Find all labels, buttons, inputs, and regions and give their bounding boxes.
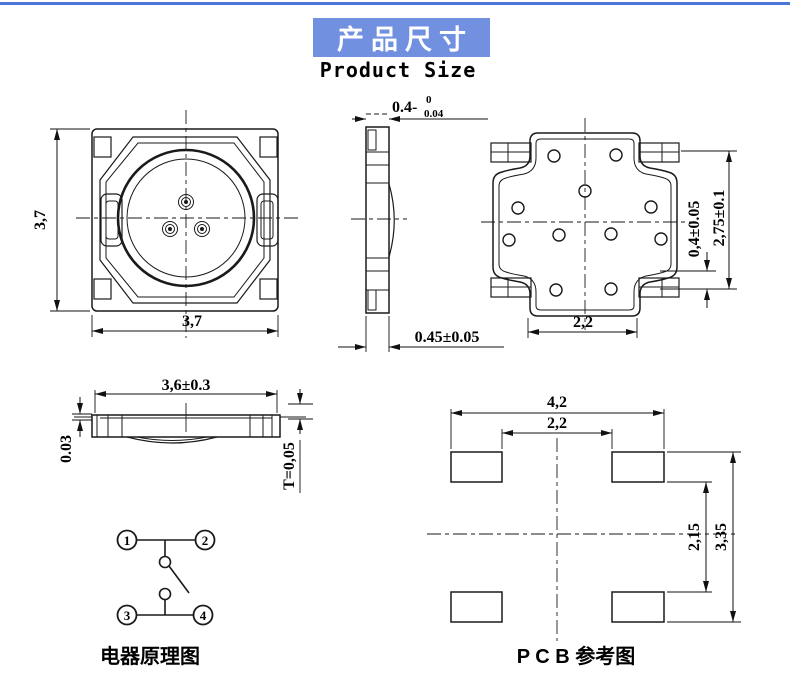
front-height-dimension: 3,7 <box>32 128 90 312</box>
pcb-layout: 4,2 2,2 2,15 3,35 P C B 参考图 <box>427 394 741 668</box>
front-width-label: 3,7 <box>182 313 202 330</box>
back-view: 2,2 0,4±0.05 2,75±0.1 <box>481 118 737 338</box>
circuit-caption: 电器原理图 <box>100 645 200 668</box>
pin-2-circle <box>194 529 216 551</box>
side-thickness-upper-tol: 0 <box>426 94 432 106</box>
pcb-inner-height-label: 2,15 <box>686 523 703 551</box>
back-pitch-dimension: 2,2 <box>527 314 638 338</box>
page-subtitle: Product Size <box>319 58 477 82</box>
pcb-outer-height-label: 3,35 <box>713 523 730 551</box>
pcb-pad-bottom-right <box>611 591 665 623</box>
front-left-bracket <box>100 193 123 247</box>
pin-1-label: 1 <box>124 533 131 548</box>
pcb-outer-width-label: 4,2 <box>547 394 567 411</box>
pcb-height-dimensions: 2,15 3,35 <box>667 451 741 623</box>
front-left-bracket-inner <box>105 200 119 240</box>
front-body-outline <box>91 128 279 312</box>
side-thickness-lower-tol: 0.04 <box>424 108 444 120</box>
profile-thickness-label: T=0,05 <box>281 442 298 490</box>
side-view: 0.4- 0 0.04 0.45±0.05 <box>338 94 504 352</box>
profile-step-label: 0.03 <box>58 435 75 463</box>
back-corner-tabs <box>490 142 680 298</box>
pcb-pad-top-left <box>450 451 503 483</box>
circuit-diagram: 1 2 3 4 电器原理图 <box>100 529 216 668</box>
pin-4-label: 4 <box>200 608 207 623</box>
front-octagon-inner <box>105 142 265 298</box>
pin-3-label: 3 <box>124 608 131 623</box>
side-base-dimension: 0.45±0.05 <box>338 316 504 352</box>
front-height-label: 3,7 <box>32 210 49 230</box>
page-title: 产品尺寸 <box>337 25 473 55</box>
front-right-bracket-inner <box>260 200 274 240</box>
profile-end-segments <box>96 415 273 437</box>
pin-1-circle <box>116 529 138 551</box>
pcb-outer-width-dimension: 4,2 <box>450 394 665 449</box>
side-dome-bulge <box>388 183 395 258</box>
back-pitch-label: 2,2 <box>573 314 593 331</box>
front-right-bracket <box>256 193 279 247</box>
pin-4-circle <box>192 604 214 626</box>
pcb-pad-bottom-left <box>450 591 503 623</box>
pcb-pads <box>450 451 665 623</box>
front-width-dimension: 3,7 <box>91 313 279 337</box>
profile-dome-arc <box>126 436 218 444</box>
pcb-inner-width-dimension: 2,2 <box>501 415 613 449</box>
front-corner-tab <box>93 278 112 300</box>
top-divider <box>0 2 790 5</box>
pin-2-label: 2 <box>202 533 209 548</box>
profile-width-label: 3,6±0.3 <box>162 377 211 394</box>
pcb-pad-top-right <box>611 451 665 483</box>
profile-view: 3,6±0.3 0.03 T=0,05 <box>58 377 313 493</box>
side-thickness-dimension: 0.4- 0 0.04 <box>352 94 488 122</box>
pcb-inner-width-label: 2,2 <box>547 415 567 432</box>
front-corner-tab <box>259 136 278 158</box>
back-offset-label: 0,4±0.05 <box>686 201 703 258</box>
front-corner-tab <box>259 278 278 300</box>
back-body-outline <box>492 132 678 317</box>
title-banner: 产品尺寸 <box>313 18 490 57</box>
back-right-dimensions: 0,4±0.05 2,75±0.1 <box>660 150 737 308</box>
back-dimple-holes <box>502 148 668 297</box>
side-body-outline <box>365 126 390 314</box>
profile-width-dimension: 3,6±0.3 <box>94 377 278 413</box>
front-octagon-outline <box>99 136 271 304</box>
profile-thickness-dimension: T=0,05 <box>281 389 313 493</box>
switch-contacts <box>137 539 195 616</box>
profile-step-dimension: 0.03 <box>58 397 92 463</box>
side-body-segments <box>366 129 389 311</box>
front-corner-tab <box>93 136 112 158</box>
back-span-label: 2,75±0.1 <box>711 190 728 247</box>
back-body-inner-outline <box>498 138 672 311</box>
side-base-label: 0.45±0.05 <box>415 329 480 346</box>
profile-dome-arc-inner <box>136 436 208 441</box>
side-thickness-label: 0.4- <box>392 99 417 116</box>
front-view: 3,7 3,7 <box>32 110 298 338</box>
pcb-caption: P C B 参考图 <box>517 644 636 668</box>
pin-3-circle <box>116 604 138 626</box>
